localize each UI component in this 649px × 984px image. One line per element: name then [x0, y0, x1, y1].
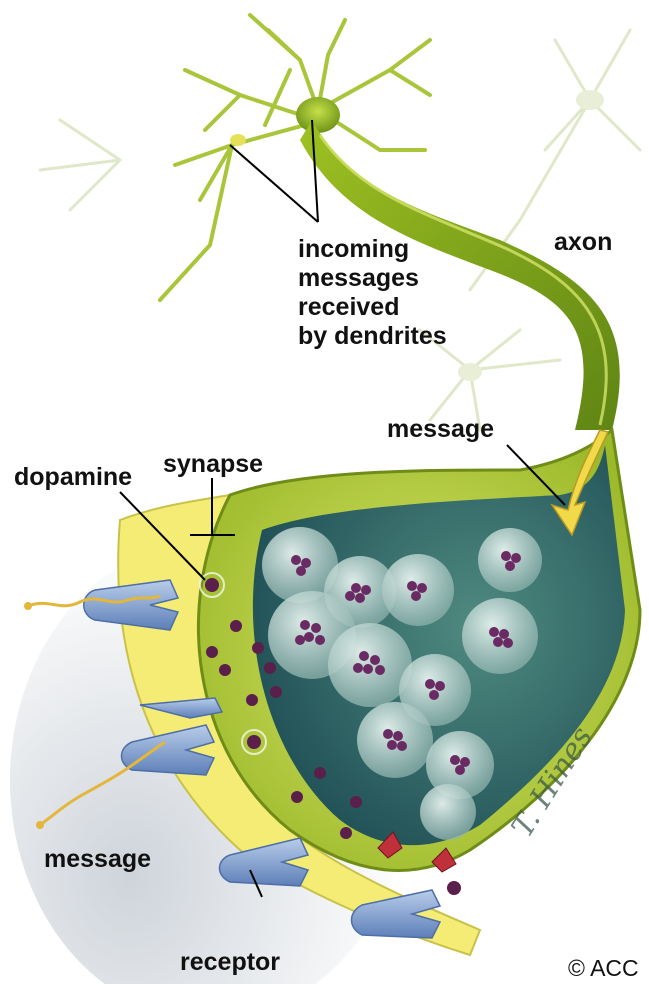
dendrites-label: incoming messages received by dendrites — [298, 235, 447, 351]
synapse-label: synapse — [163, 450, 263, 479]
dendrites-label-line-2: messages — [298, 264, 447, 293]
axon-label: axon — [554, 228, 612, 257]
dendrites-label-line-1: incoming — [298, 235, 447, 264]
dendrites-label-line-4: by dendrites — [298, 322, 447, 351]
message-label-bottom: message — [44, 845, 151, 874]
message-label-top: message — [387, 415, 494, 444]
copyright-notice: © ACC — [568, 955, 639, 982]
background-neurons — [40, 30, 640, 430]
dendrites-label-line-3: received — [298, 293, 447, 322]
receptor-label: receptor — [180, 948, 280, 977]
dopamine-label: dopamine — [14, 463, 132, 492]
released-dopamine — [447, 881, 461, 895]
cell-body — [296, 97, 340, 133]
